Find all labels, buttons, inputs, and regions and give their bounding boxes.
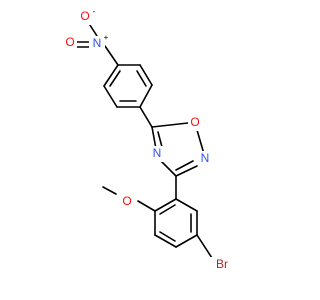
mask-bromine [210, 257, 234, 273]
bond-methoxy-o-methyl [102, 186, 117, 195]
bond-phenyl-oxadiazole [139, 106, 153, 128]
atom-nitro-n: N [93, 36, 102, 50]
bond-phenyl-6-inner [109, 70, 121, 87]
atom-bromine: Br [216, 257, 228, 271]
bond-nitro-n-ring [104, 45, 119, 66]
bond-aryl-4 [154, 234, 177, 248]
bond-aryl-bromine [196, 234, 213, 259]
structure-canvas: O - N + O O N N O Br [63, 7, 234, 273]
molecule-diagram: O - N + O O N N O Br [63, 7, 234, 273]
bond-phenyl-2-inner [136, 70, 147, 87]
bond-aryl-6 [154, 198, 177, 212]
mask-nitro-o-minus [78, 8, 94, 25]
bond-aryl-4-inner [159, 231, 176, 242]
bond-aryl-1 [175, 198, 198, 212]
bond-phenyl-5 [103, 85, 118, 108]
bond-phenyl-3 [139, 84, 153, 108]
bond-oxadiazole-c5-o [151, 122, 189, 128]
mask-nitro-n [89, 36, 105, 53]
bond-oxadiazole-n2-c3 [175, 165, 198, 177]
charge-nitro-o-minus: - [93, 7, 96, 16]
bond-phenyl-2 [139, 64, 153, 86]
atom-methoxy-o: O [122, 194, 131, 208]
bond-aryl-methoxy-o [137, 200, 156, 212]
bond-oxadiazole-n2-c3-inner [175, 160, 194, 171]
bond-phenyl-6 [103, 64, 119, 87]
mask-nitro-o-double [63, 35, 77, 51]
bond-aryl-6-inner [159, 204, 176, 215]
atom-oxadiazole-o: O [190, 115, 199, 129]
bond-aryl-3 [175, 234, 198, 248]
atom-nitro-o-minus: O [80, 9, 89, 23]
mask-oxadiazole-n-right [198, 151, 212, 167]
atom-oxadiazole-n-right: N [201, 151, 210, 165]
atom-oxadiazole-n-left: N [153, 146, 162, 160]
mask-oxadiazole-n-left [150, 146, 164, 162]
bond-oxadiazole-n4-c5 [151, 126, 157, 150]
bond-oxadiazole-n4-c5-inner [157, 131, 163, 148]
charge-nitro-n: + [104, 33, 109, 42]
bond-oxadiazole-c3-n4 [160, 160, 177, 177]
atom-nitro-o-double: O [65, 35, 74, 49]
mask-methoxy-o [120, 194, 134, 210]
mask-oxadiazole-o [188, 115, 202, 131]
bond-oxadiazole-o-n2 [196, 129, 205, 155]
